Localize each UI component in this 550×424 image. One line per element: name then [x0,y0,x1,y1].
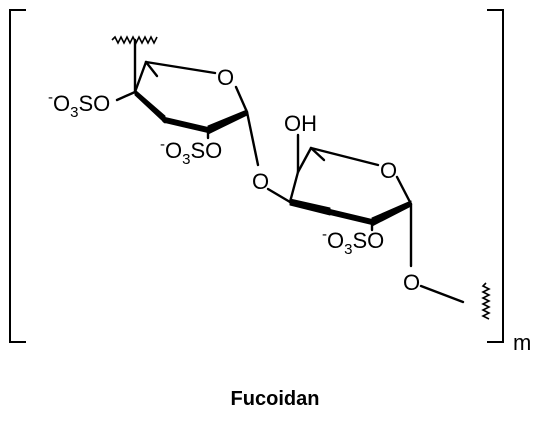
ring-oxygen-2: O [380,158,397,183]
bold-bond-c2-c1-r2 [327,209,375,225]
left-bracket [9,9,26,343]
molecule-caption: Fucoidan [231,388,320,410]
bond-c5-to-methyl [144,60,159,78]
bond-c1-to-linker [245,110,260,167]
bond-c5-o5-r2 [309,146,380,167]
wedge-c1-r2 [371,200,412,227]
glycosidic-oxygen: O [252,169,269,194]
bond-o5-c1-r2 [395,175,413,206]
svg-text:-O3SO: -O3SO [322,226,384,258]
bold-bond-c3-c2 [162,117,211,133]
bond-linker-to-c3 [266,187,292,204]
wedge-c4-c3 [134,89,166,124]
sulfate-group-bottom-2: -O3SO [322,226,384,258]
anomeric-oxygen: O [403,270,420,295]
wedge-c2-c1 [207,109,248,135]
bond-c5-to-o5 [144,60,217,75]
bond-c4-to-o4 [115,90,137,102]
bond-o5-to-c1 [234,85,249,114]
bond-c4-c5-r2 [296,146,313,174]
hydroxyl-group: OH [284,111,317,136]
ring-oxygen-1: O [217,65,234,90]
svg-text:-O3SO: -O3SO [48,89,110,121]
svg-text:-O3SO: -O3SO [160,136,222,168]
wedge-c3-c2-r2 [289,198,331,216]
sulfate-group-left: -O3SO [48,89,110,121]
bond-c4-c3-back-r2 [288,170,300,204]
sulfate-group-bottom-1: -O3SO [160,136,222,168]
repeat-unit-label: m [513,330,531,355]
right-bracket [487,9,504,343]
bond-c4-to-c5 [133,60,148,94]
bond-c5-methyl-r2 [309,146,326,162]
bond-anomeric-o-chain [419,284,465,304]
wavy-bond-bottom [481,282,491,320]
